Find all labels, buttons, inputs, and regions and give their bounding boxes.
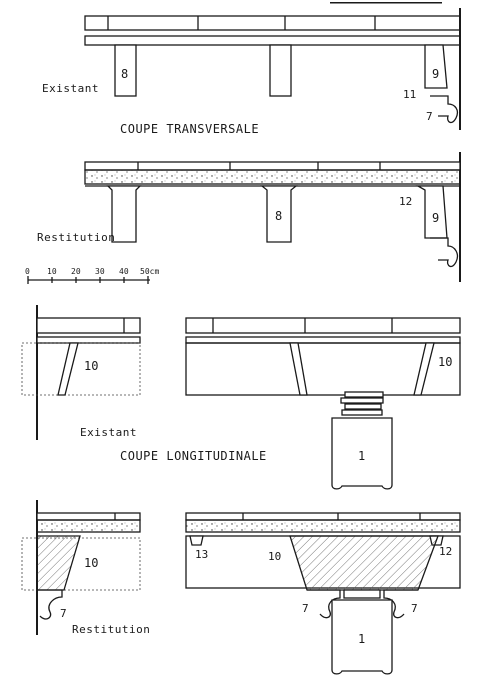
label-t-ex-7: 7: [426, 110, 433, 123]
scale-tick-30: 30: [95, 267, 105, 276]
label-l-ex-1: 1: [358, 449, 365, 463]
label-l-re-7c: 7: [411, 602, 418, 615]
transverse-title: COUPE TRANSVERSALE: [120, 122, 259, 136]
caption-existing-bottom: Existant: [80, 426, 137, 439]
label-t-re-8: 8: [275, 209, 282, 223]
scale-tick-40: 40: [119, 267, 129, 276]
caption-restitution-bottom: Restitution: [72, 623, 150, 636]
longitudinal-existing-left: 10: [21, 305, 141, 440]
transverse-existing-section: 8 9 11 7 Existant: [42, 2, 461, 130]
caption-restitution-top: Restitution: [37, 231, 115, 244]
label-l-re-1: 1: [358, 632, 365, 646]
scale-tick-0: 0: [25, 267, 30, 276]
longitudinal-restitution-right: 13 10 12 7 7 1: [185, 512, 461, 675]
label-l-ex-10b: 10: [438, 355, 452, 369]
scale-tick-10: 10: [47, 267, 57, 276]
label-l-re-10b: 10: [268, 550, 281, 563]
label-l-re-7b: 7: [302, 602, 309, 615]
scale-tick-50cm: 50cm: [140, 267, 159, 276]
label-l-re-13: 13: [195, 548, 208, 561]
label-t-re-9: 9: [432, 211, 439, 225]
label-t-ex-8: 8: [121, 67, 128, 81]
longitudinal-restitution-left: 10 7: [21, 500, 141, 635]
label-l-re-7a: 7: [60, 607, 67, 620]
scale-tick-20: 20: [71, 267, 81, 276]
label-l-re-10a: 10: [84, 556, 98, 570]
label-t-ex-11: 11: [403, 88, 416, 101]
scale-bar: 0 10 20 30 40 50cm: [25, 267, 159, 284]
label-t-re-12: 12: [399, 195, 412, 208]
longitudinal-existing-right: 10 1: [185, 317, 461, 490]
transverse-restitution-section: 8 12 9 Restitution: [37, 152, 461, 282]
label-l-re-12: 12: [439, 545, 452, 558]
joist-8: [114, 44, 137, 97]
label-l-ex-10a: 10: [84, 359, 98, 373]
caption-existing-top: Existant: [42, 82, 99, 95]
label-t-ex-9: 9: [432, 67, 439, 81]
longitudinal-title: COUPE LONGITUDINALE: [120, 449, 267, 463]
